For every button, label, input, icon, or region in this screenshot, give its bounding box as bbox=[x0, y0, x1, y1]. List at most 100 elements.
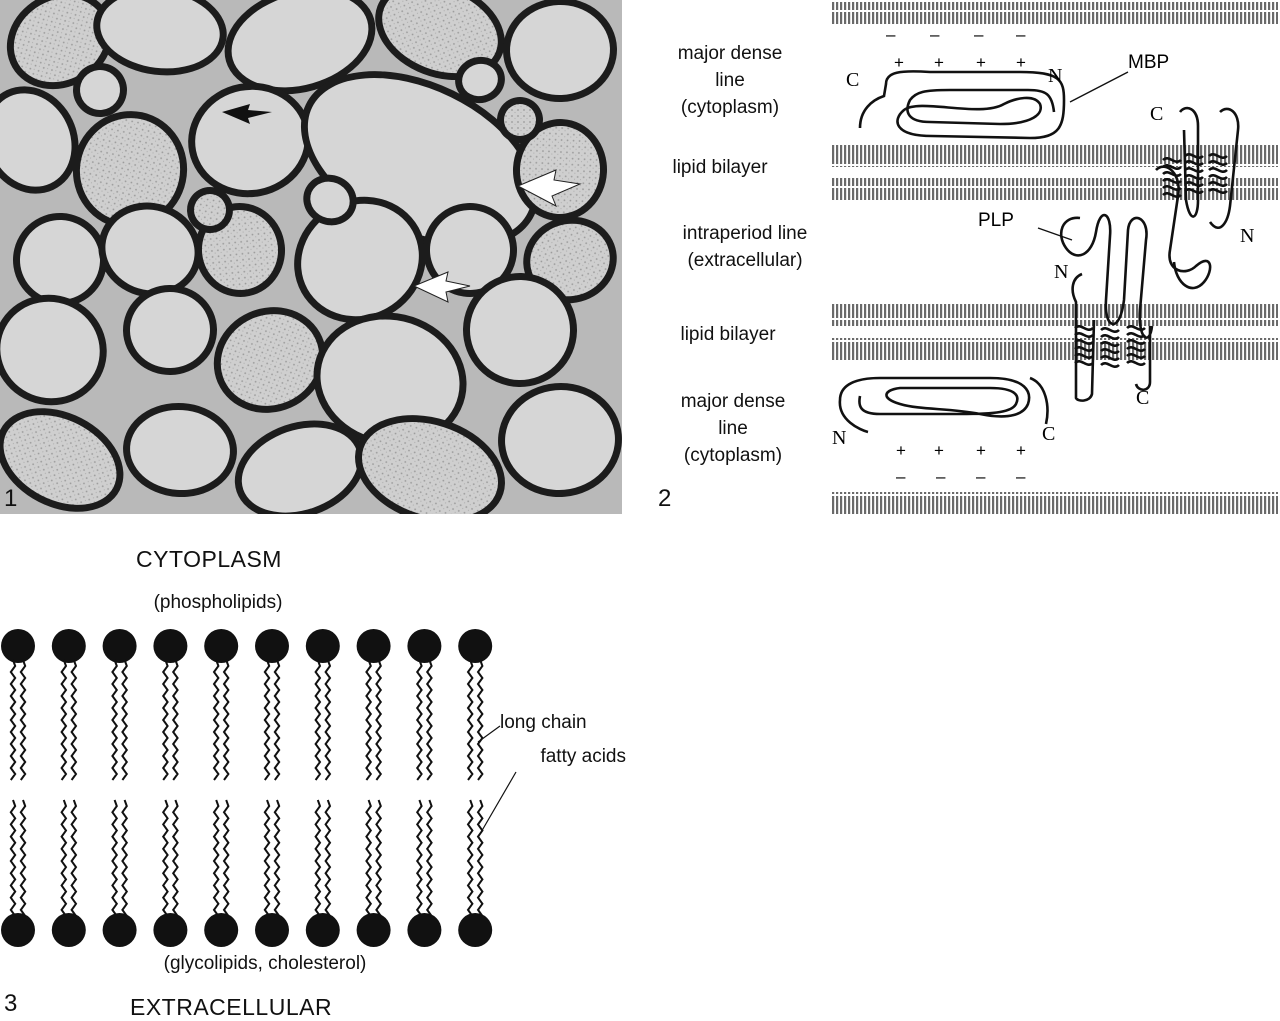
glycolipid-head bbox=[153, 913, 188, 947]
fatty-acid-tail bbox=[161, 659, 169, 781]
axon bbox=[505, 389, 615, 491]
axon bbox=[100, 0, 220, 69]
membrane-band-lower-2 bbox=[832, 338, 1278, 360]
transmembrane-helix bbox=[1208, 153, 1228, 194]
phospholipid-head bbox=[204, 629, 239, 663]
axon bbox=[220, 314, 320, 406]
fatty-acid-tail bbox=[19, 659, 27, 781]
transmembrane-helix bbox=[1184, 153, 1204, 194]
fatty-acid-leader-upper bbox=[477, 725, 501, 743]
plp-n-terminus-right: N bbox=[1240, 225, 1254, 247]
axon bbox=[231, 0, 369, 88]
glycolipid-head bbox=[407, 913, 442, 947]
transmembrane-helix bbox=[1074, 325, 1094, 366]
phospholipid-head bbox=[255, 629, 289, 663]
plus-sign: + bbox=[1016, 441, 1026, 460]
fatty-acid-tail bbox=[121, 799, 129, 917]
axon bbox=[3, 415, 117, 505]
axon bbox=[105, 209, 195, 291]
axon bbox=[361, 422, 499, 514]
fatty-acid-tail bbox=[60, 799, 68, 917]
phospholipid-head bbox=[407, 629, 442, 663]
axon bbox=[504, 104, 536, 136]
phospholipid-head bbox=[356, 629, 391, 663]
fatty-acid-tail bbox=[375, 659, 383, 781]
minus-sign: – bbox=[976, 467, 986, 486]
axon bbox=[470, 280, 570, 380]
label-lipid-bilayer-top: lipid bilayer bbox=[672, 157, 768, 178]
fatty-acid-tail bbox=[466, 659, 474, 781]
membrane-band-top bbox=[832, 2, 1278, 24]
label-major-dense-bottom: major dense line (cytoplasm) bbox=[680, 391, 786, 466]
plus-sign: + bbox=[976, 53, 986, 72]
label-intraperiod-line: intraperiod line (extracellular) bbox=[682, 223, 808, 271]
axon bbox=[20, 220, 100, 300]
fatty-acid-tail bbox=[476, 799, 484, 917]
axon bbox=[510, 4, 610, 96]
glycolipid-head bbox=[356, 913, 391, 947]
phospholipid-head bbox=[51, 629, 86, 663]
axon bbox=[13, 0, 107, 83]
axon bbox=[382, 0, 498, 74]
extracellular-title: EXTRACELLULAR bbox=[130, 994, 333, 1020]
transmembrane-helix bbox=[1162, 157, 1182, 198]
plp-n-terminus-left: N bbox=[1054, 261, 1068, 283]
mbp-bottom-c-terminus: C bbox=[1042, 423, 1055, 445]
axon bbox=[530, 223, 610, 297]
axon bbox=[130, 409, 230, 491]
axon bbox=[320, 319, 460, 441]
axon bbox=[0, 93, 72, 187]
membrane-band-lower-1 bbox=[832, 304, 1278, 326]
myelin-membrane-diagram: C N C N N C N C MBP PLP – – – – + + + + … bbox=[832, 2, 1278, 514]
fatty-acid-tail bbox=[273, 659, 281, 781]
fatty-acid-tail bbox=[111, 659, 119, 781]
axon bbox=[0, 301, 100, 399]
axon bbox=[195, 89, 305, 191]
axon bbox=[310, 181, 350, 219]
label-lipid-bilayer-bottom: lipid bilayer bbox=[680, 324, 776, 345]
fatty-acid-tail bbox=[9, 799, 17, 917]
plus-sign: + bbox=[934, 441, 944, 460]
minus-sign: – bbox=[886, 25, 896, 44]
plp-c-terminus-bottom: C bbox=[1136, 387, 1149, 409]
axon bbox=[241, 427, 359, 513]
fatty-acid-tail bbox=[324, 659, 332, 781]
fatty-acid-label: long chain fatty acids bbox=[500, 712, 626, 767]
fatty-acid-tail bbox=[60, 659, 68, 781]
mbp-top-n-terminus: N bbox=[1048, 65, 1062, 87]
mbp-top-c-terminus: C bbox=[846, 69, 859, 91]
axon bbox=[462, 63, 498, 97]
fatty-acid-leader-lower bbox=[479, 771, 517, 835]
plus-sign: + bbox=[976, 441, 986, 460]
plus-sign: + bbox=[934, 53, 944, 72]
phospholipid-head bbox=[458, 629, 493, 663]
charges-top: – – – – + + + + bbox=[886, 25, 1026, 72]
fatty-acid-tail bbox=[19, 799, 27, 917]
mbp-top-strand bbox=[858, 70, 1066, 140]
fatty-acid-tail bbox=[222, 659, 230, 781]
black-arrow bbox=[222, 104, 272, 124]
phospholipid-head bbox=[153, 629, 188, 663]
fatty-acid-tail bbox=[9, 659, 17, 781]
mbp-bottom-strand bbox=[838, 376, 1049, 434]
fatty-acid-tail bbox=[263, 659, 271, 781]
plus-sign: + bbox=[896, 441, 906, 460]
fatty-acid-tail bbox=[314, 659, 322, 781]
minus-sign: – bbox=[896, 467, 906, 486]
white-arrow-upper bbox=[516, 169, 582, 208]
panel-1-number: 1 bbox=[4, 485, 18, 512]
fatty-acid-tail bbox=[365, 799, 373, 917]
fatty-acid-tail bbox=[415, 659, 423, 781]
fatty-acid-tail bbox=[212, 659, 220, 781]
fatty-acid-tail bbox=[263, 799, 271, 917]
glycolipid-head bbox=[255, 913, 289, 947]
label-major-dense-top: major dense line (cytoplasm) bbox=[677, 43, 783, 118]
minus-sign: – bbox=[1016, 25, 1026, 44]
axon bbox=[301, 203, 419, 317]
fatty-acid-tail bbox=[415, 799, 423, 917]
glycolipid-head bbox=[51, 913, 86, 947]
micrograph-panel bbox=[0, 0, 622, 514]
mbp-label: MBP bbox=[1128, 52, 1169, 73]
fatty-acid-tail bbox=[171, 799, 179, 917]
phospholipid-head bbox=[1, 629, 35, 663]
